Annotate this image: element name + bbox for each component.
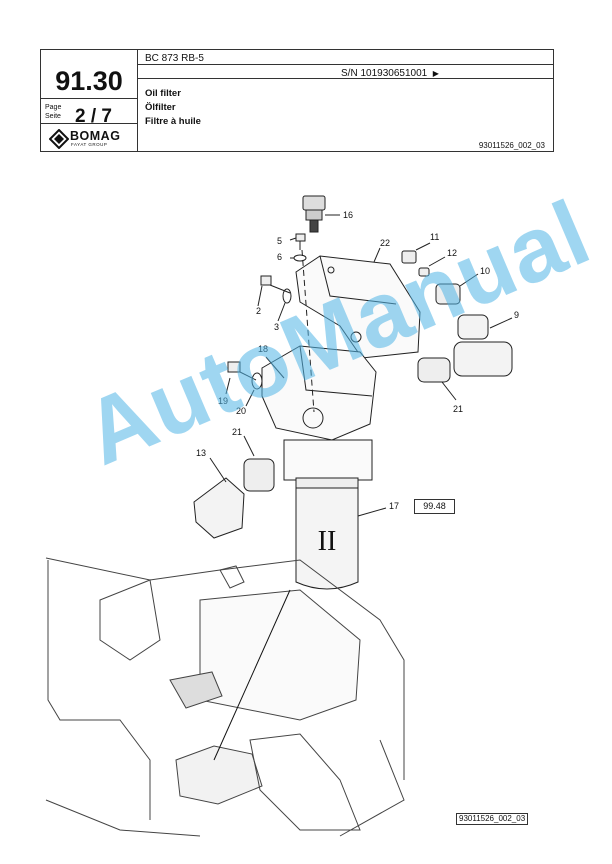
callout-6: 6 — [277, 252, 282, 262]
washer-part-6 — [293, 254, 307, 262]
callout-22: 22 — [380, 238, 390, 248]
brand-subtitle: FAYAT GROUP — [71, 142, 108, 147]
group-number: 91.30 — [55, 66, 123, 96]
fitting-part-21-right — [417, 357, 457, 401]
head-block-part-18 — [261, 345, 377, 441]
fitting-part-12 — [418, 256, 446, 277]
bolt-part-19 — [225, 361, 257, 395]
plug-part-11 — [401, 242, 431, 264]
serial-text: S/N 101930651001 — [341, 68, 428, 79]
serial-number: S/N 101930651001 ▶ — [341, 68, 439, 79]
callout-20: 20 — [236, 406, 246, 416]
bolt-part-2 — [257, 275, 291, 307]
filter-cartridge-part-17 — [295, 487, 387, 590]
callout-17: 17 — [389, 501, 399, 511]
title-german: Ölfilter — [145, 102, 176, 113]
callout-5: 5 — [277, 236, 282, 246]
elbow-part-13 — [193, 457, 245, 539]
sensor-part-16 — [302, 195, 340, 233]
page-label: Page — [45, 104, 62, 111]
callout-3: 3 — [274, 322, 279, 332]
page-number: 2 / 7 — [75, 106, 112, 127]
footer-reference: 93011526_002_03 — [456, 813, 529, 825]
elbow-part-9 — [453, 314, 513, 377]
callout-9: 9 — [514, 310, 519, 320]
callout-10: 10 — [480, 266, 490, 276]
callout-11: 11 — [430, 232, 439, 242]
callout-21-right: 21 — [453, 404, 463, 414]
title-english: Oil filter — [145, 88, 181, 99]
callout-19: 19 — [218, 396, 228, 406]
fitting-part-21-left — [243, 435, 275, 492]
page-label-de: Seite — [45, 113, 61, 120]
callout-13: 13 — [196, 448, 206, 458]
filter-marking: II — [318, 526, 337, 557]
callout-21-left: 21 — [232, 427, 242, 437]
brand-name: BOMAG — [70, 129, 121, 143]
bomag-logo: BOMAG FAYAT GROUP — [48, 128, 135, 150]
bomag-diamond-icon — [48, 128, 70, 150]
model-name: BC 873 RB-5 — [145, 53, 204, 64]
filter-housing — [283, 439, 373, 489]
washer-part-20 — [245, 372, 263, 407]
callout-16: 16 — [343, 210, 353, 220]
title-french: Filtre à huile — [145, 116, 201, 127]
title-block: BC 873 RB-5 S/N 101930651001 ▶ 91.30 Pag… — [40, 49, 554, 152]
callout-2: 2 — [256, 306, 261, 316]
fitting-part-10 — [435, 273, 479, 305]
document-reference: 93011526_002_03 — [478, 141, 545, 150]
bracket-part-22 — [295, 247, 421, 359]
title-block-rule — [137, 64, 553, 65]
callout-18: 18 — [258, 344, 268, 354]
cross-reference-box: 99.48 — [414, 499, 455, 514]
title-block-rule — [137, 78, 553, 79]
machine-frame — [45, 557, 405, 837]
title-block-rule — [41, 123, 137, 124]
title-block-rule — [41, 98, 137, 99]
play-arrow-icon: ▶ — [432, 69, 439, 78]
callout-12: 12 — [447, 248, 457, 258]
title-block-divider — [137, 50, 138, 151]
washer-part-3 — [277, 288, 292, 322]
bolt-part-5 — [289, 233, 306, 250]
